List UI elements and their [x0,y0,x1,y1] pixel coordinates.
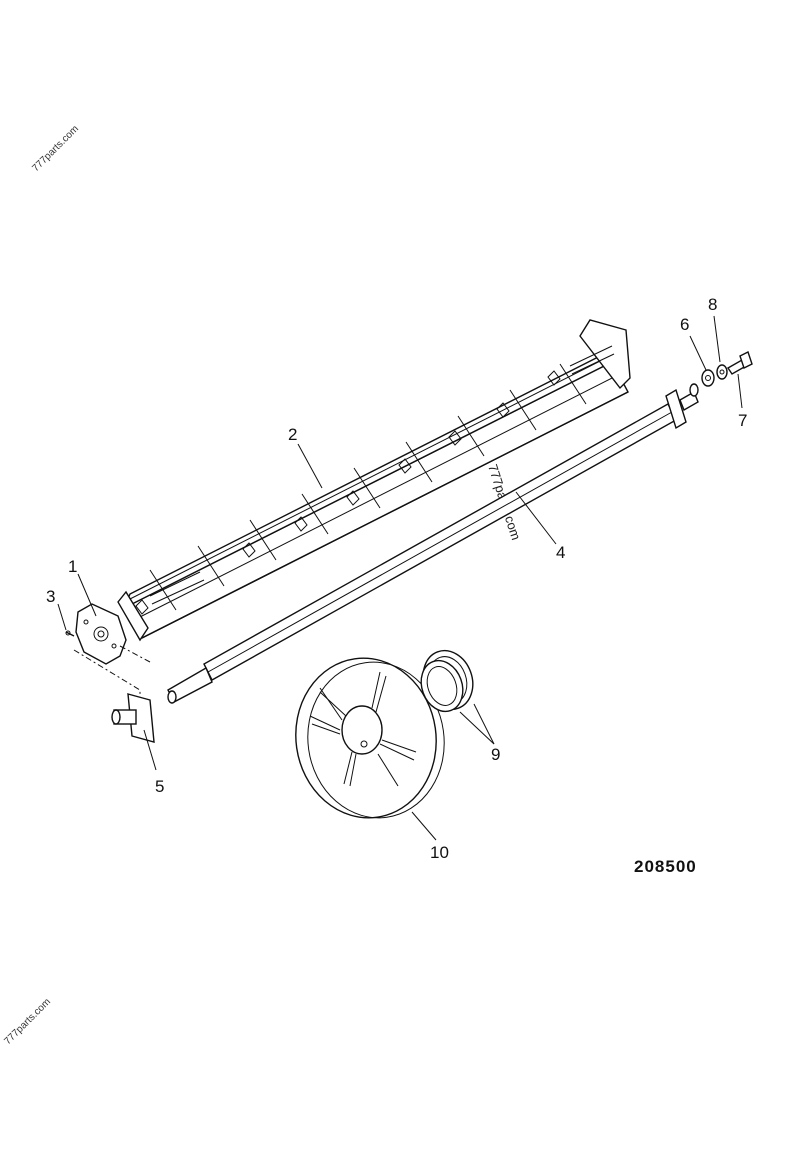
stub-shaft-plate [111,693,155,743]
ring-seals [420,649,474,713]
washer [701,369,715,387]
large-disc [295,657,445,819]
drawing-number: 208500 [634,857,697,876]
watermark-bottom-left: 777parts.com [2,996,53,1047]
bolt [727,351,753,375]
leader-lines [57,315,743,841]
callout-1: 1 [68,557,77,576]
callout-8: 8 [708,295,717,314]
watermark-top-left: 777parts.com [30,123,81,174]
diamond-holes [135,370,561,615]
bearing-flange [75,603,127,665]
callout-4: 4 [556,543,565,562]
callouts: 1 2 3 4 5 6 7 8 9 10 [46,295,747,862]
callout-2: 2 [288,425,297,444]
callout-9: 9 [491,745,500,764]
callout-5: 5 [155,777,164,796]
callout-10: 10 [430,843,449,862]
callout-3: 3 [46,587,55,606]
disc-spokes [309,671,417,787]
square-shaft [167,383,699,704]
lock-washer [716,364,728,380]
callout-6: 6 [680,315,689,334]
pin [65,630,75,637]
reel-frame [117,319,631,642]
callout-7: 7 [738,411,747,430]
